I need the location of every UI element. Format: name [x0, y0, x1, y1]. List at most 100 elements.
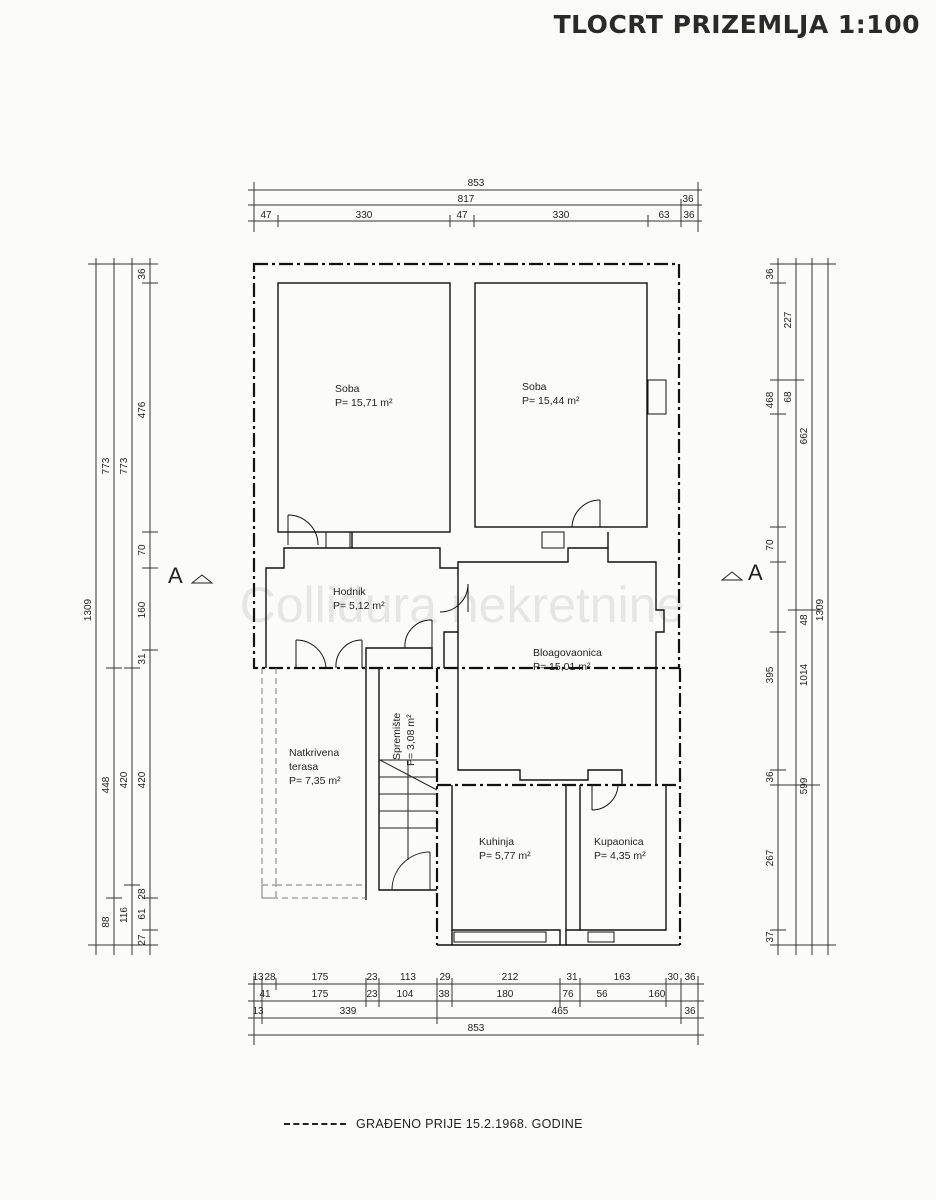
- dim-right-36a: 36: [765, 268, 776, 280]
- dim-left-116: 116: [119, 907, 130, 923]
- dim-left-31: 31: [137, 653, 148, 665]
- room-kuhinja-name: Kuhinja: [479, 836, 514, 848]
- room-blagovaonica-name: Bloagovaonica: [533, 647, 602, 659]
- section-mark-left: A: [168, 563, 183, 588]
- legend-text: GRAĐENO PRIJE 15.2.1968. GODINE: [356, 1117, 583, 1131]
- dim-right-48: 48: [799, 614, 810, 626]
- bottom-dimensions: [248, 976, 704, 1045]
- dim-bottom-28: 28: [264, 972, 276, 983]
- dim-top-overall: 853: [468, 178, 485, 189]
- dim-left-36: 36: [137, 268, 148, 280]
- dim-right-267: 267: [765, 849, 776, 866]
- room-spremiste-name: Spremište: [391, 713, 403, 760]
- dim-top-47a: 47: [260, 210, 272, 221]
- dim-bottom-104: 104: [397, 989, 414, 1000]
- dim-top-63: 63: [658, 210, 670, 221]
- dim-bottom-175b: 175: [312, 989, 329, 1000]
- dim-bottom-180: 180: [497, 989, 514, 1000]
- section-mark-right: A: [748, 560, 763, 585]
- dim-bottom-31: 31: [566, 972, 578, 983]
- legend-dashed-line: [284, 1123, 346, 1125]
- dim-right-395: 395: [765, 666, 776, 683]
- dim-bottom-160: 160: [649, 989, 666, 1000]
- dim-bottom-36b: 36: [684, 1006, 696, 1017]
- dim-bottom-56: 56: [596, 989, 608, 1000]
- dim-left-476: 476: [137, 401, 148, 418]
- doors: [287, 499, 619, 811]
- dim-left-27: 27: [137, 934, 148, 946]
- dim-left-420a: 420: [119, 771, 130, 788]
- room-kupaonica-name: Kupaonica: [594, 836, 644, 848]
- watermark: Collidura nekretnine: [240, 577, 685, 633]
- dim-right-37: 37: [765, 931, 776, 943]
- dim-top-330a: 330: [356, 210, 373, 221]
- dim-right-68: 68: [783, 391, 794, 403]
- section-markers: A A: [168, 560, 763, 588]
- walls: [265, 282, 680, 946]
- dim-bottom-29: 29: [439, 972, 451, 983]
- dim-left-28: 28: [137, 888, 148, 900]
- dim-top-330b: 330: [553, 210, 570, 221]
- dim-bottom-853: 853: [468, 1023, 485, 1034]
- dim-left-773b: 773: [119, 457, 130, 474]
- dim-right-1309: 1309: [815, 598, 826, 621]
- dim-bottom-23a: 23: [366, 972, 378, 983]
- room-spremiste-area: P= 3,08 m²: [405, 714, 417, 766]
- dim-bottom-212: 212: [502, 972, 519, 983]
- dim-right-1014: 1014: [799, 663, 810, 686]
- dim-bottom-23b: 23: [366, 989, 378, 1000]
- dim-bottom-13a: 13: [252, 972, 264, 983]
- dim-top-47b: 47: [456, 210, 468, 221]
- room-blagovaonica-area: P= 15,01 m²: [533, 661, 591, 673]
- dim-left-160: 160: [137, 601, 148, 618]
- room-hodnik-name: Hodnik: [333, 586, 366, 598]
- dim-bottom-465: 465: [552, 1006, 569, 1017]
- dim-left-420b: 420: [137, 771, 148, 788]
- dim-left-70: 70: [137, 544, 148, 556]
- dim-right-70: 70: [765, 539, 776, 551]
- dim-bottom-38: 38: [438, 989, 450, 1000]
- dim-left-773a: 773: [101, 457, 112, 474]
- right-dimensions: [770, 258, 836, 955]
- room-soba-2-area: P= 15,44 m²: [522, 395, 580, 407]
- dim-bottom-339: 339: [340, 1006, 357, 1017]
- dim-left-88: 88: [101, 916, 112, 928]
- dim-left-61: 61: [137, 908, 148, 920]
- dim-left-1309: 1309: [83, 598, 94, 621]
- dim-bottom-36a: 36: [684, 972, 696, 983]
- dim-right-36b: 36: [765, 771, 776, 783]
- dim-bottom-13b: 13: [252, 1006, 264, 1017]
- room-kuhinja-area: P= 5,77 m²: [479, 850, 531, 862]
- dim-right-468: 468: [765, 391, 776, 408]
- dim-top-36a: 36: [682, 194, 694, 205]
- room-terasa-area: P= 7,35 m²: [289, 775, 341, 787]
- room-terasa-name-1: Natkrivena: [289, 747, 339, 759]
- left-dimensions: [88, 258, 158, 955]
- dim-bottom-76: 76: [562, 989, 574, 1000]
- top-dimensions: [248, 182, 702, 232]
- room-hodnik-area: P= 5,12 m²: [333, 600, 385, 612]
- dim-right-662: 662: [799, 427, 810, 444]
- dim-left-448: 448: [101, 776, 112, 793]
- dim-top-36b: 36: [683, 210, 695, 221]
- room-soba-1-area: P= 15,71 m²: [335, 397, 393, 409]
- dim-bottom-41: 41: [259, 989, 271, 1000]
- dim-bottom-30: 30: [667, 972, 679, 983]
- dim-right-227: 227: [783, 311, 794, 328]
- room-kupaonica-area: P= 4,35 m²: [594, 850, 646, 862]
- dim-bottom-113: 113: [400, 972, 416, 983]
- page-title: TLOCRT PRIZEMLJA 1:100: [553, 10, 920, 39]
- room-soba-2-name: Soba: [522, 381, 547, 393]
- dim-right-599: 599: [799, 777, 810, 794]
- room-terasa-name-2: terasa: [289, 761, 318, 773]
- dim-bottom-175a: 175: [312, 972, 329, 983]
- legend: GRAĐENO PRIJE 15.2.1968. GODINE: [284, 1117, 583, 1131]
- room-soba-1-name: Soba: [335, 383, 360, 395]
- dim-bottom-163: 163: [614, 972, 631, 983]
- dim-top-817: 817: [458, 194, 475, 205]
- staircase: [379, 759, 438, 891]
- building-outline-old: [252, 262, 682, 945]
- terrace-outline: [261, 668, 366, 899]
